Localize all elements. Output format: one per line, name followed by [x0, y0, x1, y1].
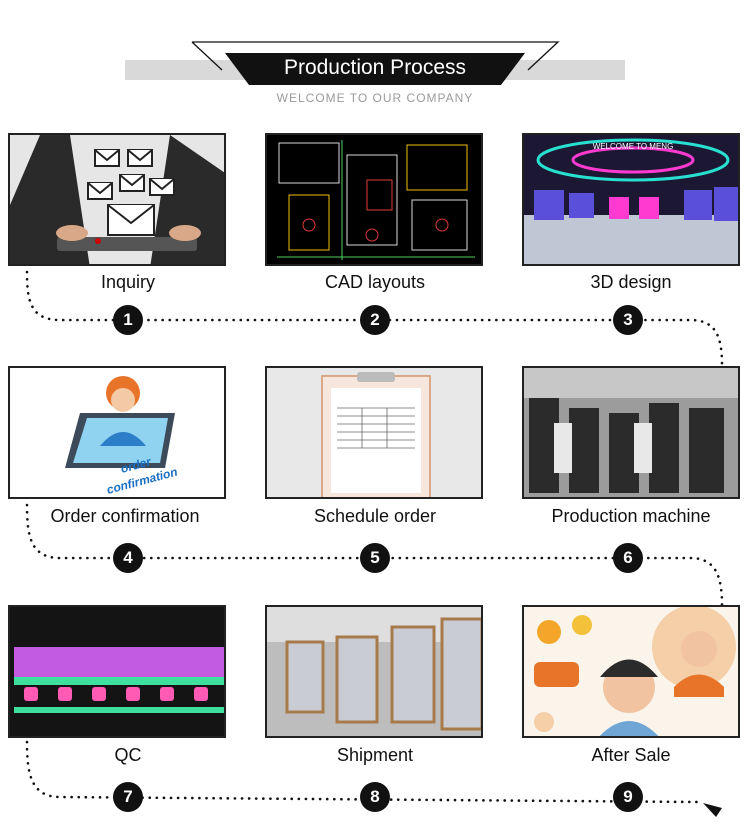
- step-6-image: [522, 366, 740, 499]
- step-4-badge: 4: [113, 543, 143, 573]
- step-2-badge: 2: [360, 305, 390, 335]
- step-1-badge: 1: [113, 305, 143, 335]
- step-9-image: [522, 605, 740, 738]
- step-8-badge: 8: [360, 782, 390, 812]
- step-2-image: [265, 133, 483, 266]
- step-5-label: Schedule order: [313, 506, 437, 526]
- page-subtitle: WELCOME TO OUR COMPANY: [276, 91, 474, 105]
- step-8-label: Shipment: [336, 745, 414, 765]
- step-5-image: [265, 366, 483, 499]
- step-7-image: [8, 605, 226, 738]
- arrow-end-icon: [703, 803, 722, 817]
- step-3-label: 3D design: [590, 272, 672, 292]
- step-1-label: Inquiry: [100, 272, 156, 292]
- step-6-label: Production machine: [551, 506, 711, 526]
- svg-text:WELCOME TO MENG: WELCOME TO MENG: [593, 142, 674, 151]
- step-5-badge: 5: [360, 543, 390, 573]
- step-4-label: Order confirmation: [50, 506, 200, 526]
- step-9-label: After Sale: [591, 745, 671, 765]
- step-3-image: WELCOME TO MENG: [522, 133, 740, 266]
- step-2-label: CAD layouts: [324, 272, 426, 292]
- step-7-label: QC: [114, 745, 142, 765]
- page-title: Production Process: [225, 53, 525, 85]
- step-3-badge: 3: [613, 305, 643, 335]
- step-4-image: order confirmation: [8, 366, 226, 499]
- step-7-badge: 7: [113, 782, 143, 812]
- header-outline: [191, 41, 560, 71]
- step-6-badge: 6: [613, 543, 643, 573]
- step-1-image: [8, 133, 226, 266]
- step-9-badge: 9: [613, 782, 643, 812]
- step-8-image: [265, 605, 483, 738]
